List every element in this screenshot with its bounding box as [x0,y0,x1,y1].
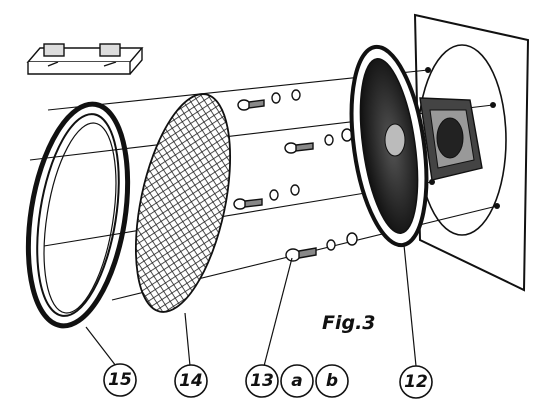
callout-15-label: 15 [108,370,132,390]
figure-caption: Fig.3 [322,312,376,334]
callout-14: 14 [174,364,208,398]
screw-row-3 [233,184,300,210]
callout-a-label: a [291,371,302,391]
screw-row-4 [285,232,358,262]
callout-12-label: 12 [404,372,428,392]
callout-13-label: 13 [250,371,274,391]
callout-14-label: 14 [179,371,203,391]
callout-13: 13 [245,364,279,398]
fasteners [233,89,358,262]
callout-a: a [280,364,314,398]
callout-12: 12 [399,365,433,399]
callout-b-label: b [326,371,338,391]
callout-15: 15 [103,363,137,397]
screw-row-2 [284,128,353,154]
screw-row-1 [237,89,301,111]
inset-sketch [26,43,144,75]
grille-part [134,93,232,313]
frame-part [25,101,131,329]
speaker-part [349,44,483,248]
callout-b: b [315,364,349,398]
leader-lines [85,244,417,367]
